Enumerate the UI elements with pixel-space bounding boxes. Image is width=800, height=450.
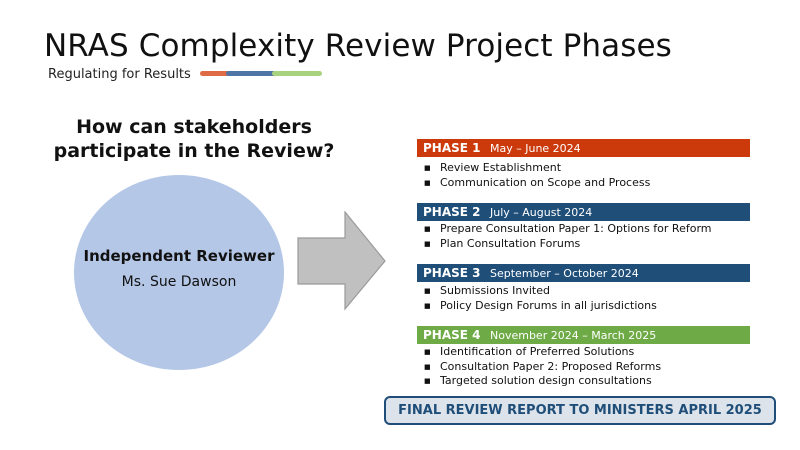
accent-bar-green <box>272 71 322 76</box>
phase-item-text: Communication on Scope and Process <box>440 175 651 189</box>
bullet-icon: ■ <box>424 287 431 295</box>
phase-label: PHASE 4 <box>423 328 481 342</box>
phase-label: PHASE 3 <box>423 266 481 280</box>
phase-header: PHASE 1 May – June 2024 <box>417 139 750 157</box>
phase-item-text: Submissions Invited <box>440 284 550 297</box>
list-item: ■ Identification of Preferred Solutions <box>424 345 661 360</box>
bullet-icon: ■ <box>424 362 431 371</box>
phase-items: ■ Submissions Invited ■ Policy Design Foru… <box>424 284 657 313</box>
bullet-icon: ■ <box>424 377 431 385</box>
phase-dates: July – August 2024 <box>490 206 593 219</box>
phase-item-text: Targeted solution design consultations <box>440 374 652 387</box>
reviewer-name: Ms. Sue Dawson <box>121 274 237 290</box>
phase-items: ■ Prepare Consultation Paper 1: Options f… <box>424 222 712 251</box>
list-item: ■ Plan Consultation Forums <box>424 237 712 252</box>
list-item: ■ Targeted solution design consultations <box>424 374 661 389</box>
phase-label: PHASE 1 <box>423 141 481 155</box>
list-item: ■ Consultation Paper 2: Proposed Reforms <box>424 360 661 375</box>
bullet-icon: ■ <box>424 301 431 310</box>
reviewer-role: Independent Reviewer <box>83 247 275 265</box>
phase-header: PHASE 4 November 2024 – March 2025 <box>417 326 750 344</box>
phase-dates: November 2024 – March 2025 <box>490 329 657 342</box>
phase-header: PHASE 3 September – October 2024 <box>417 264 750 282</box>
final-report-banner: FINAL REVIEW REPORT TO MINISTERS APRIL 2… <box>384 396 776 425</box>
phase-item-text: Policy Design Forums in all jurisdiction… <box>440 298 657 312</box>
stakeholder-question: How can stakeholders participate in the … <box>53 116 335 162</box>
page-subtitle: Regulating for Results <box>48 67 191 82</box>
accent-bar-blue <box>226 71 276 76</box>
list-item: ■ Policy Design Forums in all jurisdictio… <box>424 299 657 314</box>
phase-header: PHASE 2 July – August 2024 <box>417 203 750 221</box>
list-item: ■ Prepare Consultation Paper 1: Options f… <box>424 222 712 237</box>
phase-dates: September – October 2024 <box>490 267 639 280</box>
bullet-icon: ■ <box>424 348 431 356</box>
bullet-icon: ■ <box>424 164 431 172</box>
bullet-icon: ■ <box>424 225 431 233</box>
bullet-icon: ■ <box>424 178 431 187</box>
phase-items: ■ Review Establishment ■ Communication on … <box>424 161 650 190</box>
list-item: ■ Communication on Scope and Process <box>424 176 650 191</box>
phase-dates: May – June 2024 <box>490 142 581 155</box>
accent-bar-orange <box>200 71 230 76</box>
reviewer-circle <box>74 175 284 370</box>
list-item: ■ Review Establishment <box>424 161 650 176</box>
list-item: ■ Submissions Invited <box>424 284 657 299</box>
phase-item-text: Consultation Paper 2: Proposed Reforms <box>440 359 662 373</box>
phase-items: ■ Identification of Preferred Solutions ■… <box>424 345 661 389</box>
page-title: NRAS Complexity Review Project Phases <box>44 28 672 64</box>
phase-item-text: Prepare Consultation Paper 1: Options fo… <box>440 222 712 235</box>
phase-item-text: Plan Consultation Forums <box>440 236 581 250</box>
phase-item-text: Identification of Preferred Solutions <box>440 345 635 358</box>
phase-label: PHASE 2 <box>423 205 481 219</box>
bullet-icon: ■ <box>424 239 431 248</box>
right-arrow-icon <box>297 211 386 311</box>
phase-item-text: Review Establishment <box>440 161 562 174</box>
